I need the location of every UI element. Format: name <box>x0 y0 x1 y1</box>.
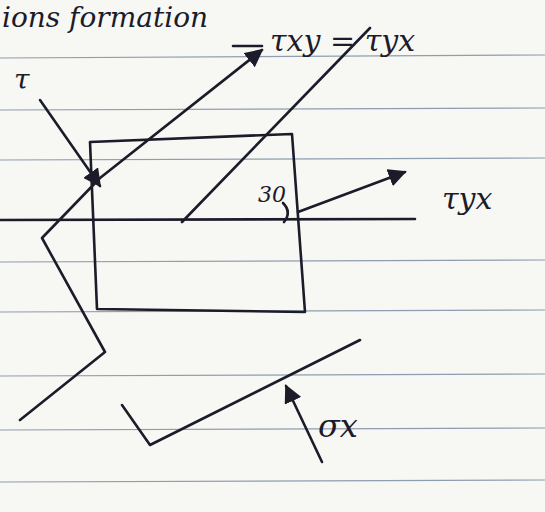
shear-arrow <box>40 100 100 186</box>
stress-arrow <box>286 386 322 462</box>
handwritten-label: τyx <box>442 184 492 214</box>
handwritten-label: σx <box>318 410 358 442</box>
ruled-lines <box>0 55 545 482</box>
handwritten-label: 30 <box>258 184 286 206</box>
handwritten-label: τ <box>14 66 30 94</box>
stress-arrow <box>298 172 405 212</box>
handwritten-label: ions formation <box>2 4 208 32</box>
handwritten-label: τxy = τyx <box>270 26 415 56</box>
arrow-mark <box>233 45 262 48</box>
rotated-plane <box>20 50 262 420</box>
inclined-line <box>182 28 370 222</box>
reference-axis <box>0 219 415 220</box>
rotated-plane <box>122 340 360 445</box>
